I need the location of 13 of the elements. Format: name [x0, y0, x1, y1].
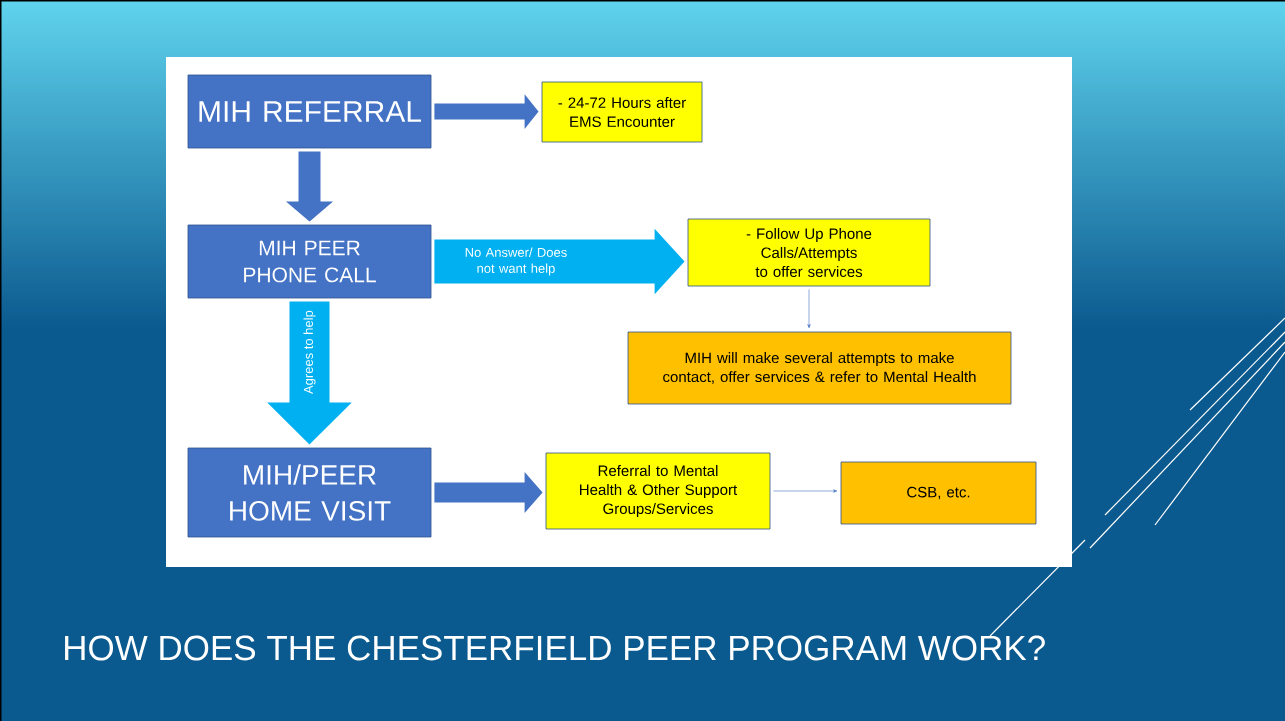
note-box: - 24-72 Hours after EMS Encounter: [541, 81, 703, 143]
edge-label: No Answer/ Does not want help: [465, 247, 567, 276]
edge-label: Agrees to help: [303, 310, 316, 394]
note-box: MIH will make several attempts to make contact, offer services & refer to Mental Health: [627, 331, 1012, 405]
process-box: MIH REFERRAL: [187, 74, 432, 149]
process-box: MIH PEER PHONE CALL: [187, 224, 432, 299]
note-box: CSB, etc.: [840, 461, 1037, 525]
arrow: [807, 289, 811, 329]
note-box: Referral to Mental Health & Other Support Groups/Services: [545, 452, 771, 530]
process-box: MIH/PEER HOME VISIT: [187, 447, 432, 538]
note-box: - Follow Up Phone Calls/Attempts to offer services: [687, 218, 931, 287]
slide-title: HOW DOES THE CHESTERFIELD PEER PROGRAM WORK?: [65, 635, 1045, 661]
arrow: [773, 489, 838, 493]
